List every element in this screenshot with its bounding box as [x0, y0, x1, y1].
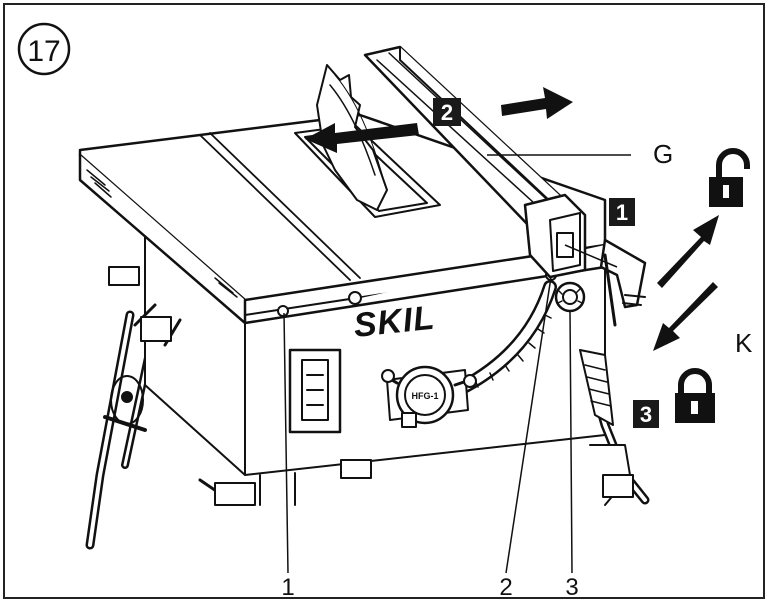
label-g: G — [653, 139, 673, 169]
leader-3 — [569, 310, 573, 574]
step-badge-3: 3 — [633, 400, 659, 428]
label-3: 3 — [565, 574, 578, 601]
step-badge-1: 1 — [609, 198, 635, 226]
label-2: 2 — [499, 574, 512, 601]
figure-number: 17 — [17, 22, 71, 76]
step-3-text: 3 — [640, 402, 652, 427]
locked-padlock-icon — [675, 368, 715, 423]
table-saw-diagram: 17 — [17, 22, 753, 601]
figure-frame: 17 — [3, 3, 765, 601]
leader-2 — [505, 276, 552, 574]
double-arrow-icon — [653, 215, 719, 351]
leader-lines — [283, 154, 631, 574]
move-arrows-step-2 — [305, 87, 573, 153]
arrow-left-icon — [305, 123, 419, 153]
unlocked-padlock-icon — [709, 148, 750, 207]
arrow-right-icon — [501, 87, 573, 119]
leader-1-badge — [564, 244, 618, 268]
step-2-text: 2 — [441, 100, 453, 125]
right-legs — [579, 253, 650, 506]
height-adjust-knob — [381, 365, 477, 428]
brand-logo: SKIL — [352, 299, 437, 345]
fence-lock-lever — [599, 238, 647, 309]
step-badge-2: 2 — [433, 98, 461, 126]
table-saw-illustration — [78, 45, 650, 550]
fence-knob — [554, 281, 586, 313]
leader-1 — [283, 312, 289, 574]
label-1: 1 — [281, 574, 294, 601]
knob-text: HFG-1 — [412, 391, 439, 401]
rip-fence — [363, 45, 587, 279]
figure-number-text: 17 — [27, 35, 60, 68]
step-1-text: 1 — [616, 200, 628, 225]
label-k: K — [735, 328, 753, 358]
